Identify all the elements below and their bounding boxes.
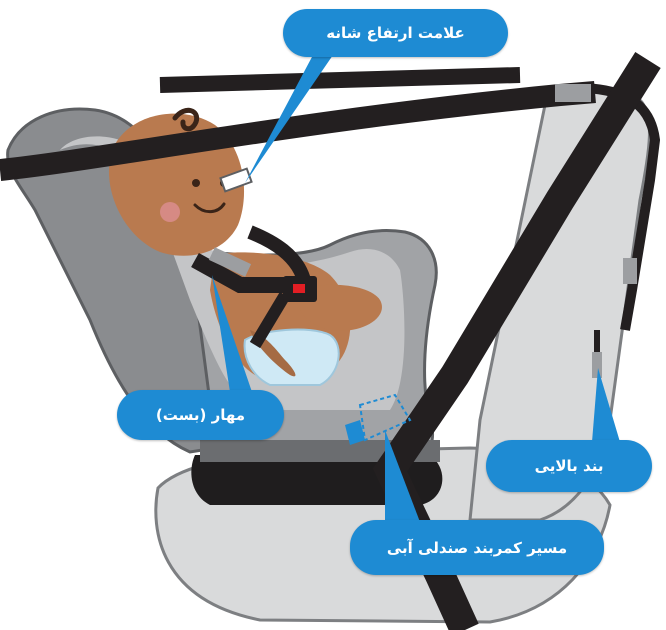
belt-path-label: مسیر کمربند صندلی آبی [350,520,604,575]
baby-eye-left [192,179,200,187]
harness-label: مهار (بست) [117,390,284,440]
vehicle-belt-upper [160,75,520,85]
baby-cheek [160,202,180,222]
top-tether-label: بند بالایی [486,440,652,492]
shoulder-height-mark-label: علامت ارتفاع شانه [283,9,508,57]
tether-hook [592,352,602,378]
chest-clip-button [293,284,305,293]
